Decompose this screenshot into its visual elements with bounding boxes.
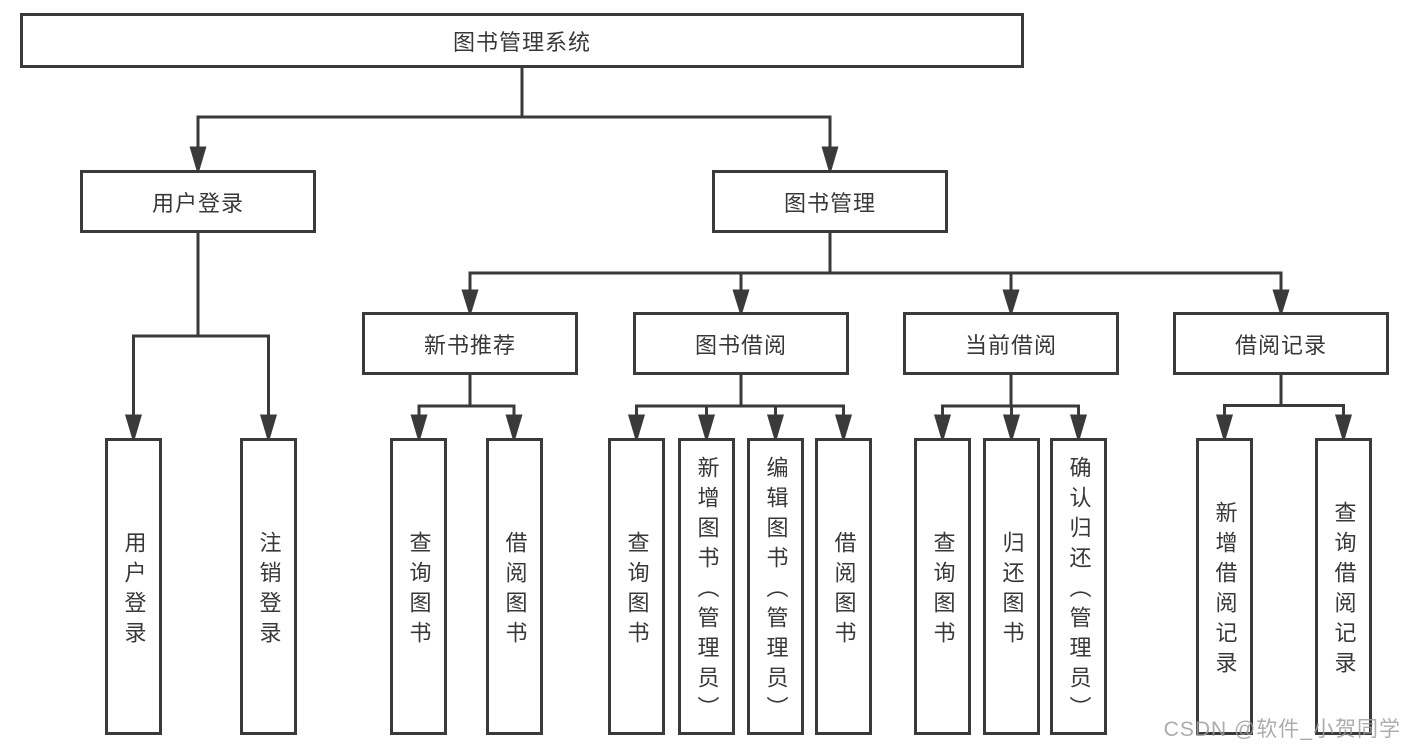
leaf-logout: 注销登录 [240,438,297,735]
connector-root-to-level2 [189,65,839,176]
node-book-borrowing: 图书借阅 [633,312,849,375]
connector-recommend-to-leaves [410,375,523,444]
connector-userlogin-to-leaves [124,233,278,444]
node-borrowing-records: 借阅记录 [1173,312,1389,375]
leaf-user-login: 用户登录 [105,438,162,735]
node-user-login: 用户登录 [80,170,316,233]
leaf-return-book: 归还图书 [983,438,1040,735]
node-book-management: 图书管理 [712,170,948,233]
leaf-borrow-books-borrowing: 借阅图书 [815,438,872,735]
node-new-book-recommend: 新书推荐 [362,312,578,375]
leaf-add-borrow-record: 新增借阅记录 [1196,438,1253,735]
leaf-query-borrow-record: 查询借阅记录 [1315,438,1372,735]
leaf-add-book-admin: 新增图书（管理员） [678,438,735,735]
leaf-query-books-borrowing: 查询图书 [608,438,665,735]
connector-current-to-leaves [933,375,1088,444]
node-root: 图书管理系统 [20,13,1024,68]
connector-records-to-leaves [1215,375,1353,444]
leaf-query-books-current: 查询图书 [914,438,971,735]
leaf-borrow-books-recommend: 借阅图书 [486,438,543,735]
connector-borrowing-to-leaves [627,375,853,444]
connector-bookmgmt-to-level3 [461,233,1290,318]
leaf-confirm-return-admin: 确认归还（管理员） [1050,438,1107,735]
node-current-borrowing: 当前借阅 [903,312,1119,375]
leaf-edit-book-admin: 编辑图书（管理员） [747,438,804,735]
leaf-query-books-recommend: 查询图书 [390,438,447,735]
watermark: CSDN @软件_小贺同学 [1163,718,1401,741]
